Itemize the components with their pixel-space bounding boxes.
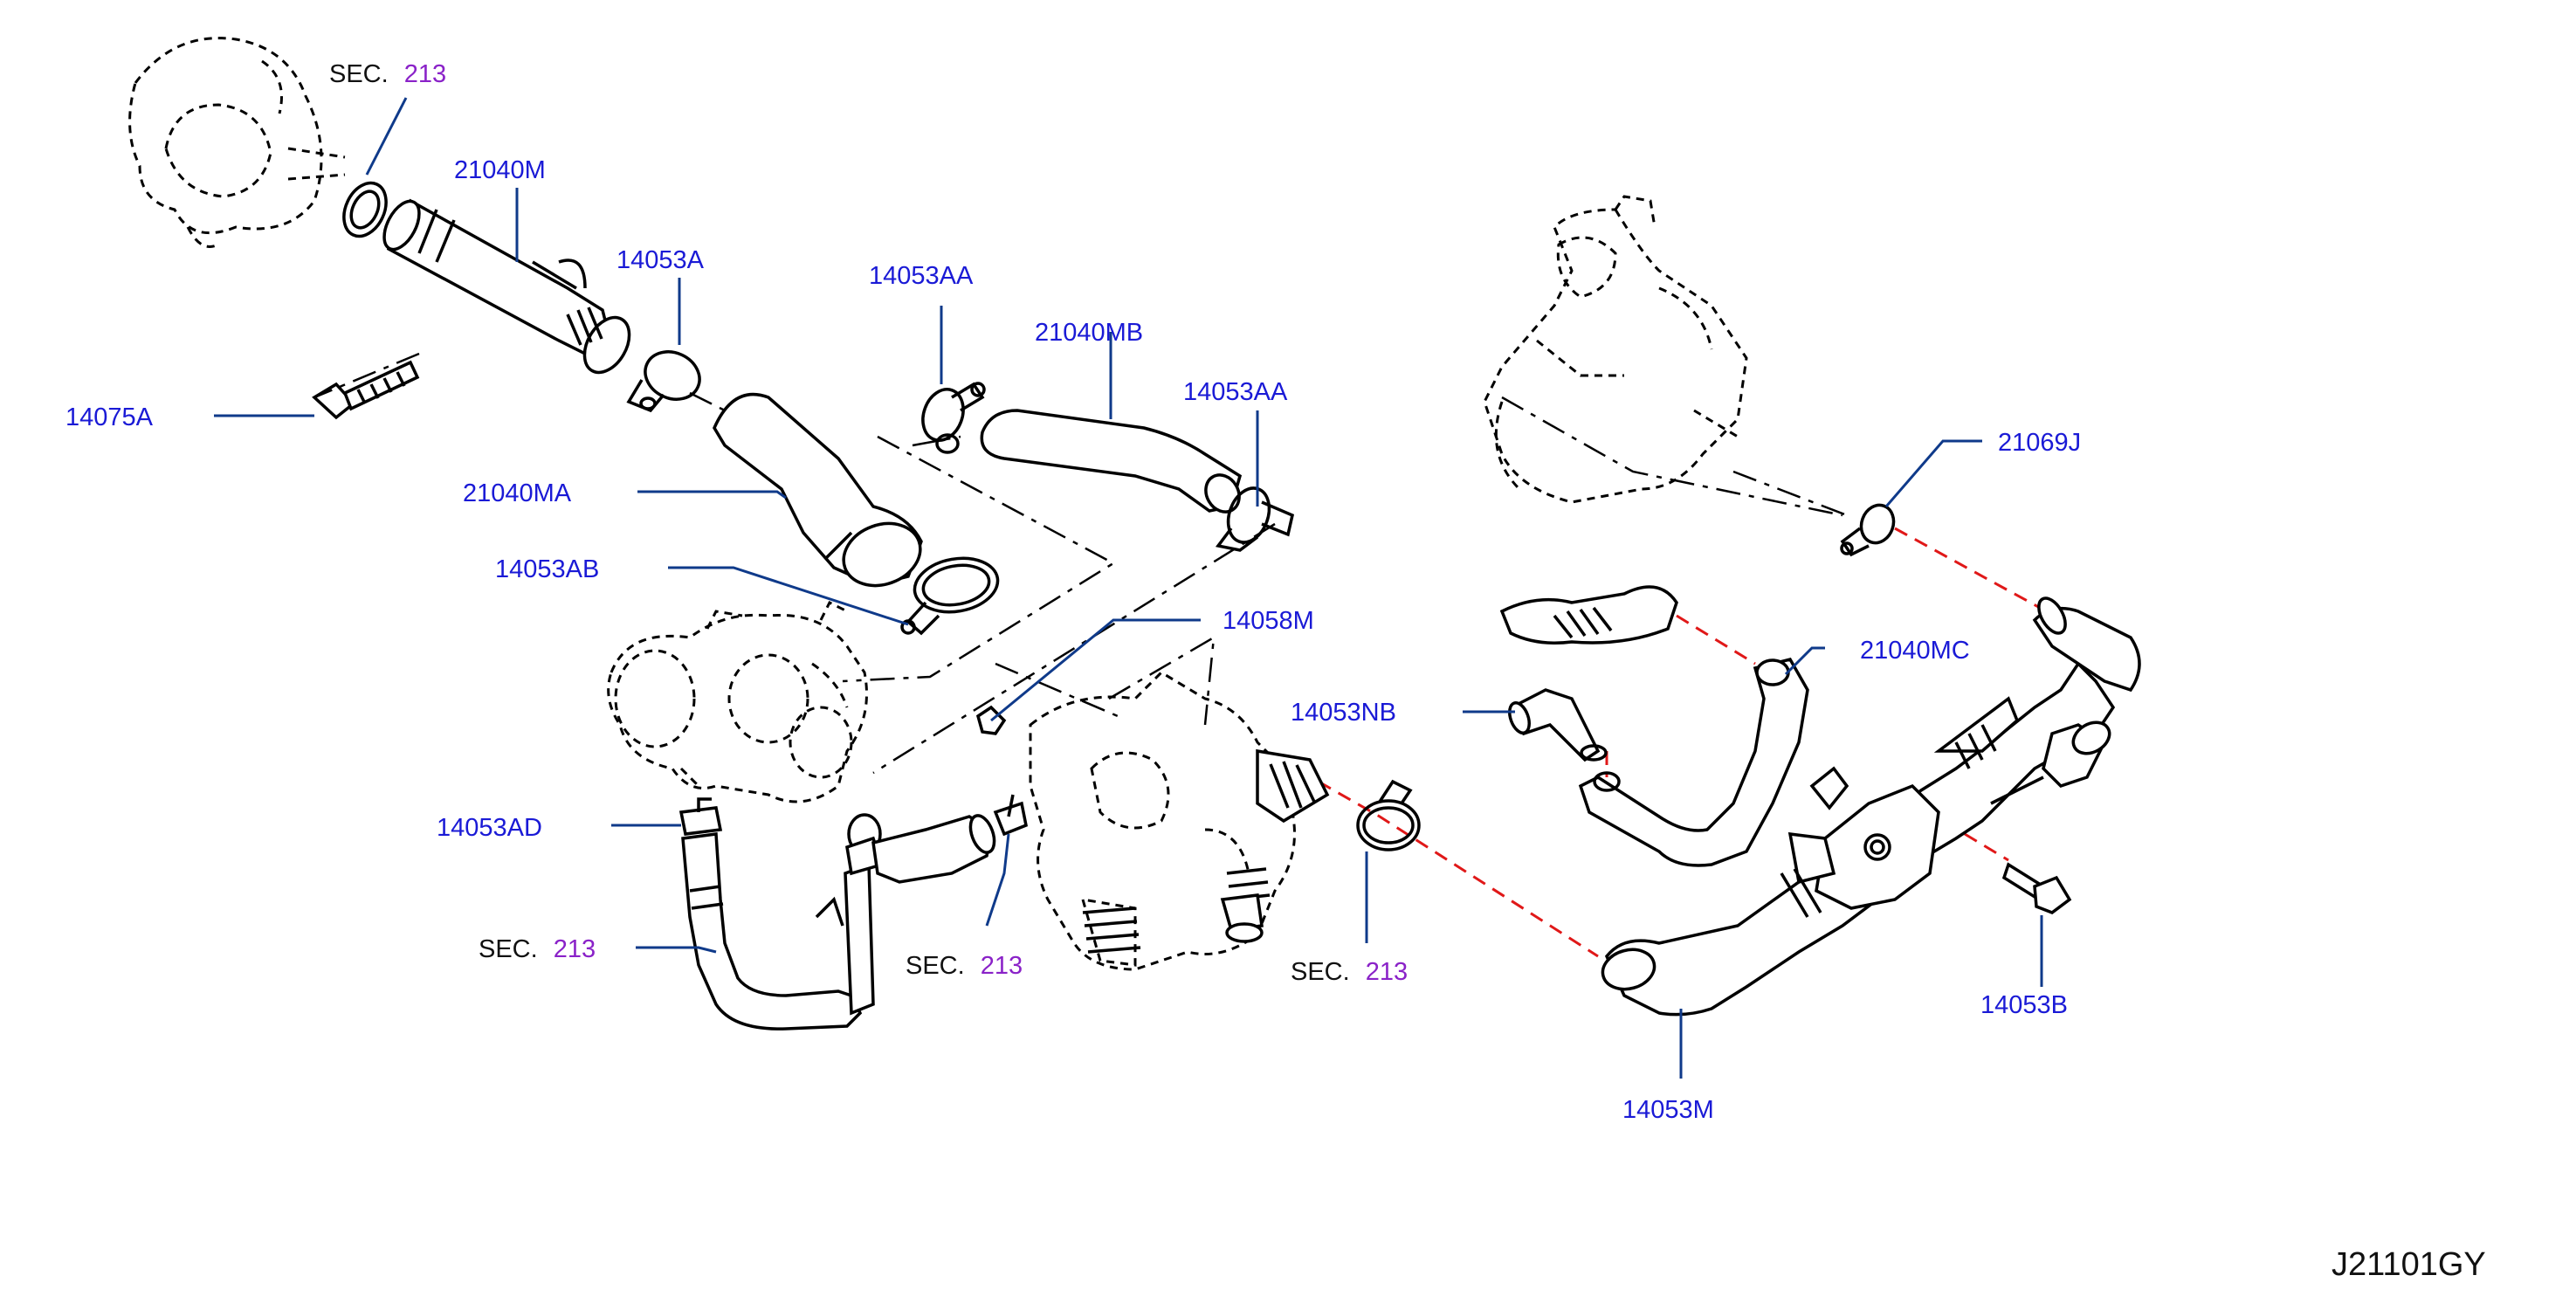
engine-transmission-center [1029, 671, 1296, 971]
coolant-hose-lower-left [681, 813, 885, 1031]
engine-block-top-right [1483, 195, 1748, 645]
part-label-21040m[interactable]: 21040M [454, 156, 546, 184]
bolt-14053b [2001, 862, 2072, 914]
coolant-hose-fitting-center [1256, 748, 1330, 824]
part-label-14053aa-left[interactable]: 14053AA [869, 262, 974, 290]
elbow-fitting-14053nb [1508, 688, 1608, 762]
reference-lines [313, 352, 1848, 775]
part-label-14053ad[interactable]: 14053AD [437, 814, 542, 842]
engine-cluster-center-left [607, 600, 868, 803]
part-label-21040mc[interactable]: 21040MC [1860, 637, 1970, 665]
hose-21040ma [713, 392, 923, 588]
part-label-21040ma[interactable]: 21040MA [463, 479, 572, 507]
part-label-14053nb[interactable]: 14053NB [1291, 699, 1396, 727]
o-ring [342, 181, 388, 238]
hose-clamp-14053ad [678, 797, 723, 836]
part-label-14053ab[interactable]: 14053AB [495, 555, 599, 583]
hose-clamp-21069j [1840, 503, 1896, 557]
part-label-14053m[interactable]: 14053M [1622, 1096, 1714, 1124]
hose-21040mc [1578, 657, 1809, 867]
part-label-14075a[interactable]: 14075A [65, 403, 154, 431]
part-label-21040mb[interactable]: 21040MB [1035, 319, 1143, 347]
sec-label-top-left: SEC.213 [329, 60, 446, 88]
callout-labels: SEC.213 21040M 14053A 14075A 14053AA 210… [65, 60, 2486, 1283]
hose-21040mb [980, 409, 1243, 514]
diagram-id: J21101GY [2331, 1246, 2486, 1283]
sec-label-lower-right: SEC.213 [1291, 958, 1408, 986]
water-pipe-21040m [382, 198, 631, 375]
sec-label-lower-middle: SEC.213 [906, 952, 1023, 980]
engine-block-top-left [128, 37, 346, 248]
hose-clamp-14053aa-left [921, 382, 986, 454]
hose-clamp-14053ab [900, 556, 1000, 636]
part-label-14053aa-right[interactable]: 14053AA [1183, 378, 1288, 406]
sec-label-lower-left: SEC.213 [479, 935, 596, 963]
water-outlet-assembly-14053m [1601, 596, 2141, 1017]
part-label-21069j[interactable]: 21069J [1998, 429, 2081, 457]
hose-clamp-center-right [1356, 779, 1421, 851]
coolant-hose-middle [871, 794, 1029, 884]
bolt-14075a [312, 360, 420, 420]
part-label-14053a[interactable]: 14053A [616, 246, 705, 274]
hose-clamp-14053a [626, 350, 701, 413]
leader-lines [214, 97, 2043, 1079]
part-label-14053b[interactable]: 14053B [1980, 991, 2068, 1019]
part-label-14058m[interactable]: 14058M [1223, 607, 1314, 635]
